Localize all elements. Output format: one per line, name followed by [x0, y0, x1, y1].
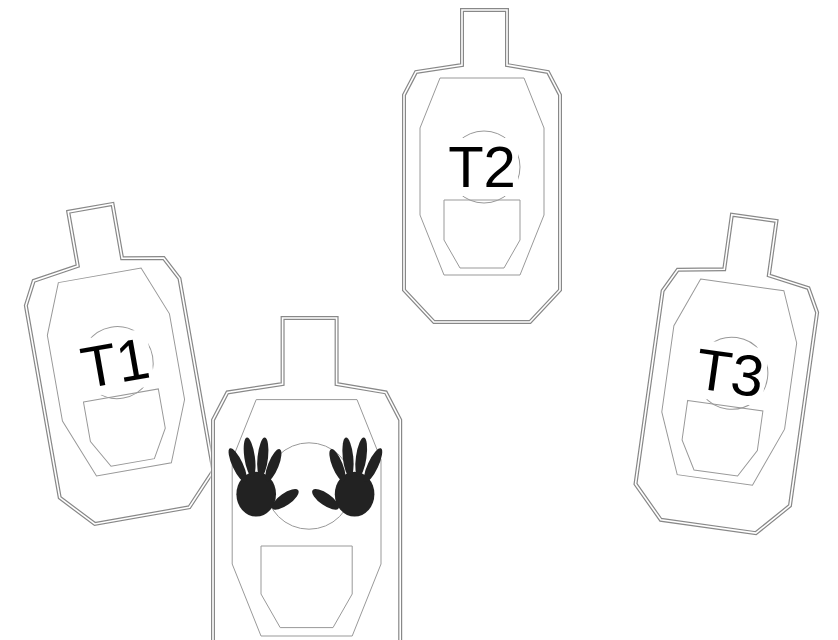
shoot-target: T3 — [631, 207, 829, 538]
target-outline-inner — [213, 318, 400, 640]
target-outline-inner — [631, 207, 829, 538]
scoring-zone — [653, 276, 803, 488]
target-outline — [631, 207, 829, 538]
target-label: T2 — [446, 138, 518, 196]
target-outline — [404, 10, 560, 322]
target-outline — [404, 10, 560, 322]
target-label-wrap: T2 — [404, 138, 560, 196]
scoring-zone — [261, 546, 352, 628]
target-label: T1 — [75, 328, 156, 398]
target-outline — [11, 195, 219, 529]
scoring-zone — [420, 78, 544, 275]
target-outline — [11, 195, 219, 529]
target-label: T3 — [690, 339, 769, 406]
hand-symbol — [225, 437, 301, 517]
shoot-target: T2 — [404, 10, 560, 322]
scoring-zone — [39, 265, 195, 481]
shoot-target: T1 — [11, 195, 219, 529]
scoring-circle — [691, 333, 772, 414]
hand-symbol — [309, 437, 385, 517]
scoring-zone — [83, 389, 170, 469]
target-outline — [631, 207, 829, 538]
no-shoot-target — [213, 318, 400, 640]
scoring-zone — [444, 200, 520, 268]
scoring-zone — [232, 400, 381, 636]
target-outline-inner — [11, 195, 219, 529]
scoring-circle — [75, 321, 158, 404]
target-outline-inner — [404, 10, 560, 322]
scoring-zone — [678, 400, 763, 478]
target-outline — [213, 318, 400, 640]
